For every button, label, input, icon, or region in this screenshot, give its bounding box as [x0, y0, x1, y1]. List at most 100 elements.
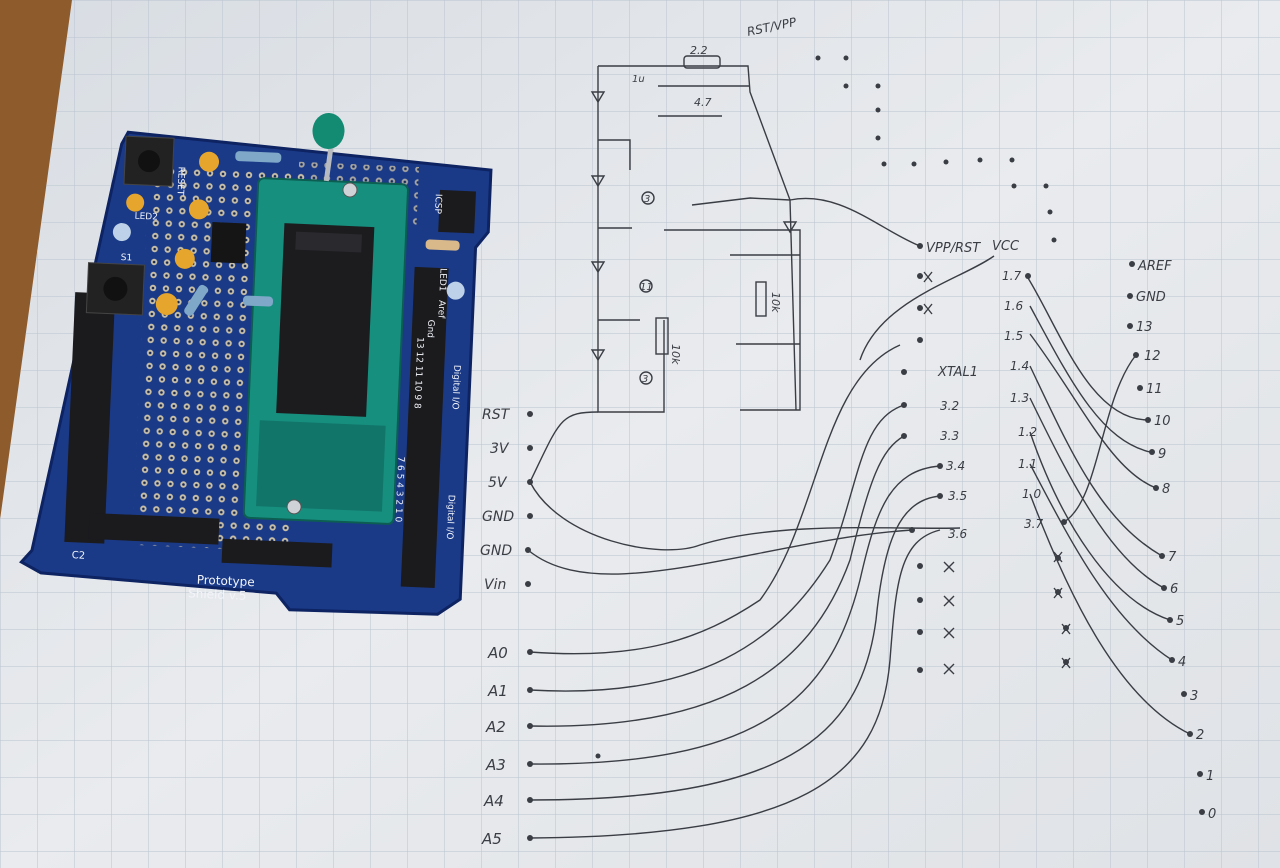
- arduino-pin-3: 3: [1190, 689, 1198, 704]
- prototype-shield: RESET LED2 S1 ICSP C2 LED1 Aref Gnd 13 1…: [19, 112, 493, 616]
- pin-a0: A0: [487, 644, 508, 662]
- arduino-pin-9: 9: [1158, 447, 1166, 462]
- hand-drawn-schematic: [525, 55, 1205, 841]
- label-gnd: Gnd: [425, 319, 436, 338]
- wire-a2: [529, 435, 905, 727]
- socket-pin-1-7: 1.7: [1002, 269, 1021, 283]
- wire-17-d10: [1027, 277, 1149, 421]
- wire-gnd: [527, 529, 913, 575]
- wire-16-d9: [1029, 305, 1151, 453]
- arduino-pin-6: 6: [1170, 582, 1178, 597]
- icsp-header: [438, 189, 476, 234]
- zif-socket: [242, 112, 409, 525]
- label-pins-high: 13 12 11 10 9 8: [411, 337, 424, 409]
- label-10k-b: 10k: [769, 292, 782, 313]
- socket-pin-3-5: 3.5: [948, 489, 967, 503]
- wire-vpp: [789, 197, 921, 247]
- socket-left-labels: 3.2 3.3 3.4 3.5 3.6: [940, 399, 967, 541]
- title-line1: Prototype: [196, 573, 254, 590]
- socket-pin-3-7: 3.7: [1024, 517, 1043, 531]
- pin-5v: 5V: [488, 475, 508, 491]
- arduino-pin-5: 5: [1176, 614, 1184, 629]
- label-led1: LED1: [437, 268, 448, 292]
- wire-5v-vcc: [529, 481, 961, 551]
- led1: [446, 281, 465, 300]
- pin-vin: Vin: [484, 577, 506, 593]
- socket-pin-1-4: 1.4: [1010, 359, 1029, 373]
- wire-a3: [529, 465, 941, 765]
- socket-pin-1-3: 1.3: [1010, 391, 1029, 405]
- wire-a4: [529, 495, 941, 801]
- resistor-2: [425, 239, 460, 251]
- wire-a0: [529, 344, 901, 655]
- socket-pin-3-4: 3.4: [946, 459, 965, 473]
- pin-dots: [525, 55, 1205, 841]
- callout-circle-1: [641, 191, 655, 205]
- callout-1: 3: [644, 194, 650, 205]
- label-icsp: ICSP: [432, 194, 443, 215]
- label-cap: 1u: [632, 74, 645, 85]
- label-led2: LED2: [134, 212, 158, 223]
- multiplier-rail-left: [597, 66, 665, 413]
- pin-a1: A1: [487, 682, 508, 700]
- power-pin-labels: RST 3V 5V GND GND Vin: [480, 407, 514, 593]
- capacitor-1: [199, 151, 220, 172]
- schematic-labels: RST/VPP 2.2 4.7 1u 3 11 3 10k 10k VPP/RS…: [632, 15, 1020, 385]
- arduino-pin-aref: AREF: [1137, 259, 1172, 274]
- socket-right-labels: 1.7 1.6 1.5 1.4 1.3 1.2 1.1 1.0 3.7: [1002, 269, 1043, 531]
- socket-pin-1-0: 1.0: [1022, 487, 1041, 501]
- socket-screw-top: [342, 182, 358, 198]
- resistor-10k-b: [755, 281, 767, 317]
- label-pins-low: 7 6 5 4 3 2 1 0: [392, 456, 405, 522]
- wire-vcc: [859, 255, 995, 361]
- wire-a1: [529, 404, 905, 692]
- avr-chip: [276, 223, 375, 417]
- wire-5v-rst: [529, 411, 599, 483]
- arduino-pin-2: 2: [1196, 728, 1204, 743]
- led2: [112, 223, 131, 242]
- callout-2: 11: [640, 282, 653, 293]
- label-r-4-7: 4.7: [694, 96, 712, 109]
- pin-3v: 3V: [490, 441, 510, 457]
- vpp-trace: [598, 65, 797, 411]
- header-left: [64, 292, 116, 544]
- socket-pin-1-5: 1.5: [1004, 329, 1023, 343]
- socket-pin-1-2: 1.2: [1018, 425, 1037, 439]
- arduino-pin-4: 4: [1178, 655, 1186, 670]
- arduino-pin-gnd: GND: [1136, 290, 1166, 305]
- arduino-pin-12: 12: [1144, 349, 1161, 364]
- label-vcc: VCC: [992, 239, 1020, 254]
- wire-37-d12: [1063, 354, 1137, 523]
- resistor-10k-a: [655, 317, 669, 355]
- label-digital-io-bottom: Digital I/O: [444, 494, 456, 539]
- pin-a4: A4: [483, 792, 504, 810]
- header-right: [400, 266, 449, 589]
- socket-lever-knob: [312, 112, 345, 149]
- label-digital-io-top: Digital I/O: [449, 365, 461, 410]
- pin-rst: RST: [482, 407, 511, 423]
- callout-3: 3: [642, 374, 648, 385]
- socket-pin-1-6: 1.6: [1004, 299, 1023, 313]
- label-s1: S1: [121, 253, 133, 263]
- callout-circle-3: [639, 371, 653, 385]
- regulator: [210, 222, 247, 264]
- pin-gnd-2: GND: [480, 543, 512, 559]
- resistor-1: [235, 151, 282, 163]
- label-aref: Aref: [435, 300, 446, 320]
- pin-gnd-1: GND: [482, 509, 514, 525]
- label-vpp-rst: VPP/RST: [926, 241, 981, 256]
- arduino-header-labels: AREF GND 13 12 11 10 9 8 7 6 5 4 3 2 1 0: [1136, 259, 1216, 822]
- label-xtal1: XTAL1: [937, 365, 978, 380]
- arduino-pin-7: 7: [1168, 550, 1177, 565]
- arduino-pin-11: 11: [1146, 382, 1163, 397]
- socket-screw-bottom: [286, 499, 302, 515]
- arduino-pin-0: 0: [1208, 807, 1216, 822]
- arduino-pin-8: 8: [1162, 482, 1170, 497]
- title-line2: Shield v.5: [188, 586, 247, 603]
- label-reset: RESET: [175, 166, 186, 196]
- label-r-2-2: 2.2: [690, 44, 708, 57]
- pin-a3: A3: [485, 756, 506, 774]
- arduino-pin-13: 13: [1136, 320, 1153, 335]
- wire-a5: [529, 529, 941, 839]
